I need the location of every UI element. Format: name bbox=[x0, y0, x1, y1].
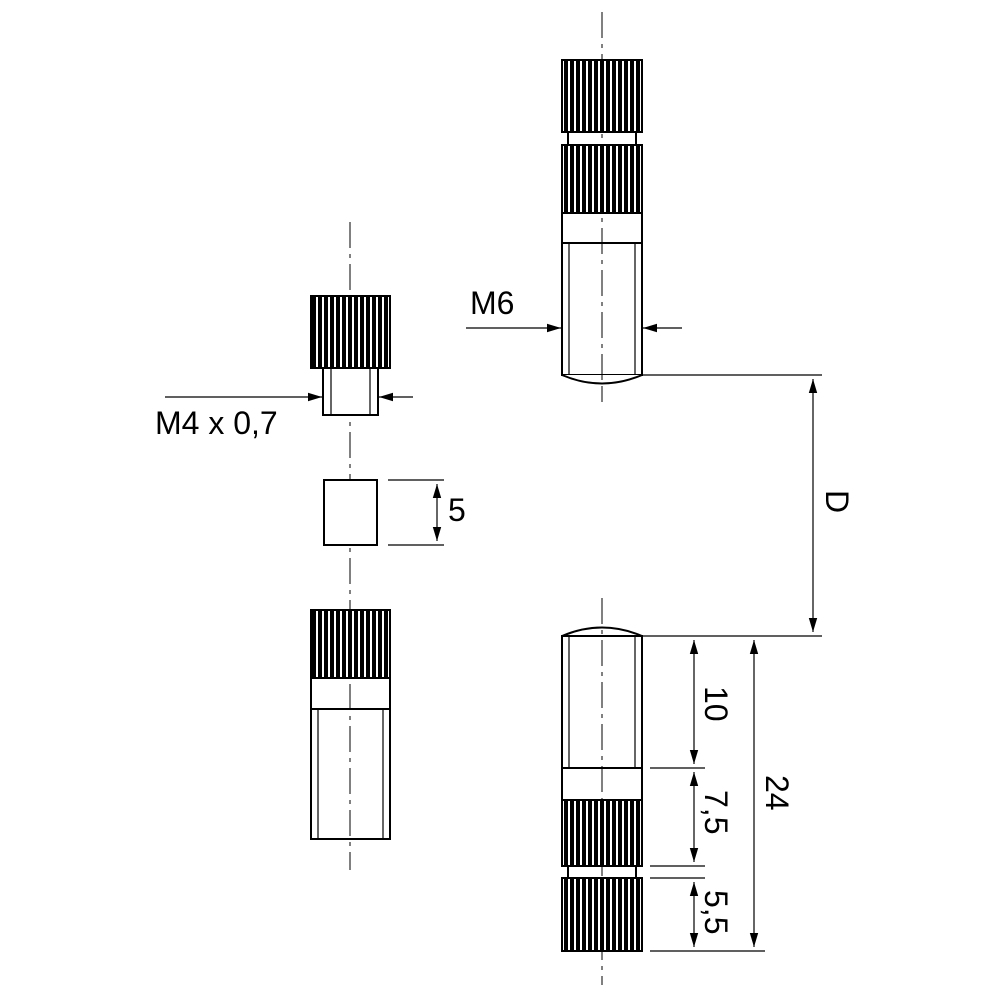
right-assembly: M6 D 10 bbox=[466, 12, 855, 985]
dim-10-label: 10 bbox=[698, 686, 734, 722]
distance-label: D bbox=[819, 490, 855, 513]
upper-post bbox=[561, 12, 643, 402]
m4-screw-knurled-head bbox=[310, 295, 391, 369]
spacer-body bbox=[323, 479, 378, 546]
m4-knurled-screw bbox=[310, 295, 391, 416]
m6-thread-label: M6 bbox=[470, 285, 514, 321]
spacer-height-label: 5 bbox=[448, 492, 466, 528]
left-assembly: M4 x 0,7 5 bbox=[155, 222, 466, 870]
upper-post-body bbox=[561, 242, 643, 376]
dim-24-label: 24 bbox=[759, 775, 795, 811]
dim-5-5-label: 5,5 bbox=[698, 890, 734, 934]
m4-screw-thread-shank bbox=[322, 367, 379, 416]
upper-post-gap bbox=[567, 131, 637, 146]
spacer: 5 bbox=[323, 479, 466, 546]
m6-dimension: M6 bbox=[466, 285, 682, 333]
lower-post-dimensions: 10 7,5 5,5 24 bbox=[650, 640, 795, 952]
distance-dimension: D bbox=[642, 374, 855, 637]
m4-dimension: M4 x 0,7 bbox=[155, 392, 413, 441]
dim-7-5-label: 7,5 bbox=[698, 790, 734, 834]
m4-thread-label: M4 x 0,7 bbox=[155, 405, 278, 441]
lower-post bbox=[561, 598, 643, 985]
left-post bbox=[310, 600, 391, 870]
